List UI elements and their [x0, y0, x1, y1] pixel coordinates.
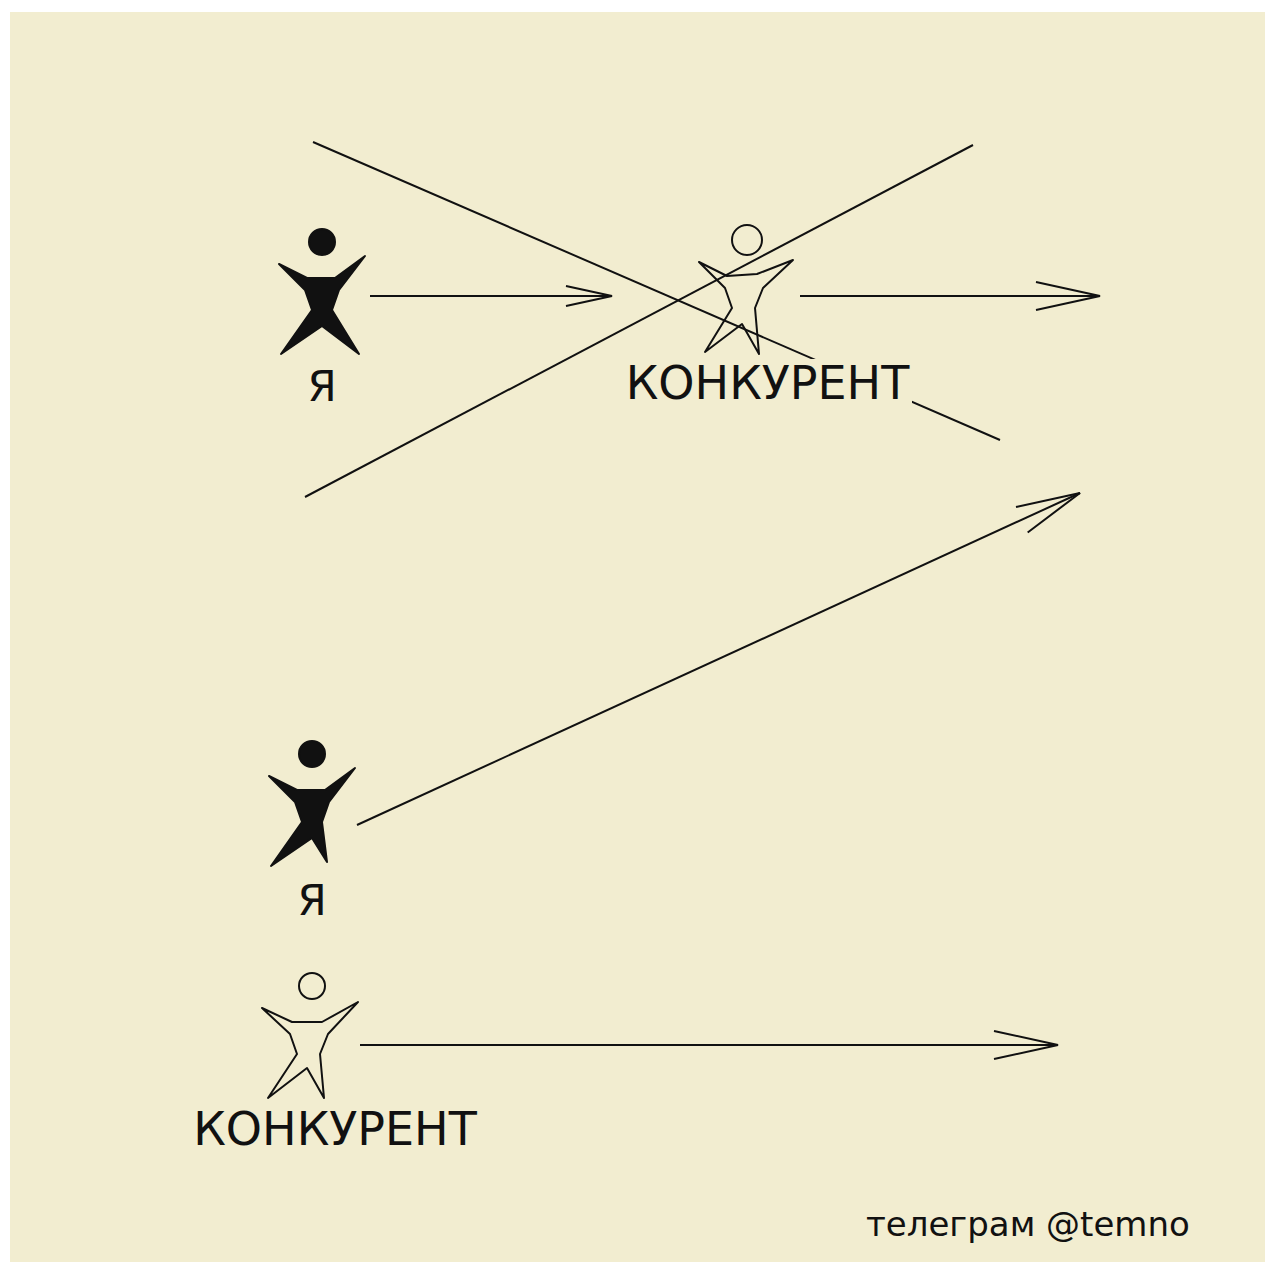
figure-label: Я	[304, 365, 339, 409]
figure-label: Я	[294, 879, 329, 923]
cross-line	[313, 142, 1000, 440]
watermark: телеграм @temno	[866, 1206, 1190, 1243]
ground	[10, 12, 1265, 1262]
me-figure	[269, 741, 355, 866]
figure-node: КОНКУРЕНТ	[610, 222, 925, 407]
arrow	[360, 1044, 1058, 1046]
cross-out	[305, 142, 1000, 497]
arrow-connector	[370, 295, 612, 297]
figure-node: КОНКУРЕНТ	[175, 968, 495, 1153]
me-figure	[279, 229, 365, 354]
cross-line	[305, 145, 973, 497]
arrow	[357, 493, 1080, 825]
free-arrows	[357, 296, 1100, 1045]
figure-node: Я	[262, 738, 362, 923]
figure-label: КОНКУРЕНТ	[623, 359, 913, 407]
competitor-figure	[262, 973, 358, 1098]
arrow	[800, 295, 1100, 297]
figure-label: КОНКУРЕНТ	[190, 1105, 480, 1153]
competitor-figure	[699, 225, 793, 354]
figure-node: Я	[272, 224, 372, 409]
